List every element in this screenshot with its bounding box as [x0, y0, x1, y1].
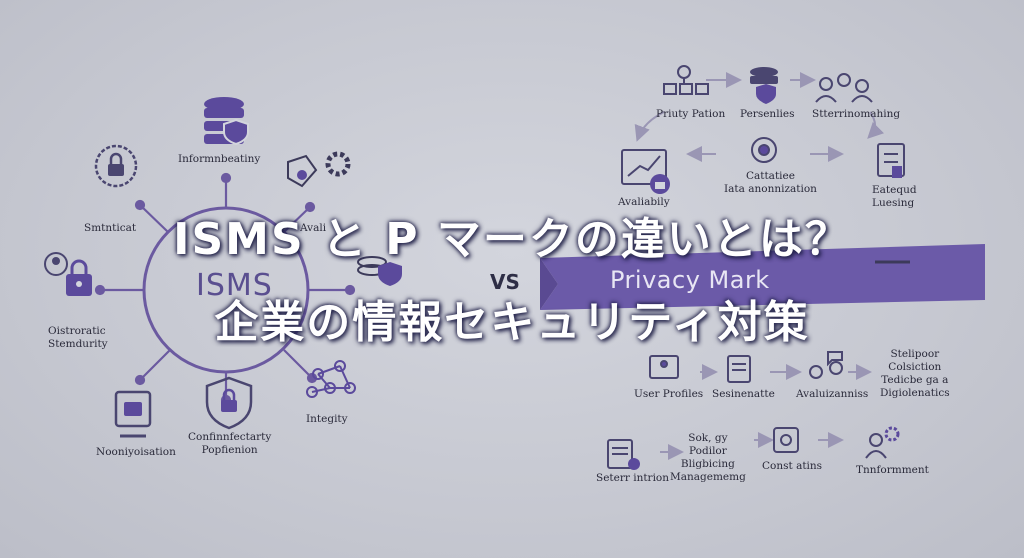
pm-node-mid-right-label: Eatequd Luesing — [872, 184, 917, 210]
pm-node-b2-label: Sok, gy Podilor Bligbicing Managememg — [670, 432, 746, 484]
isms-node-top-label: Informnbeatiny — [178, 153, 261, 165]
brain-gear-icon — [751, 137, 777, 163]
monitor-chart-icon — [621, 149, 670, 194]
isms-center-label: ISMS — [196, 268, 273, 303]
pm-node-r1-label: User Profiles — [634, 388, 704, 400]
people-group-icon — [815, 73, 873, 103]
pm-node-top3-label: Stterrinomahing — [812, 108, 901, 120]
user-lock-icon — [44, 252, 92, 296]
shield-lock-icon — [205, 376, 253, 430]
isms-node-left-label: Oistroratic Stemdurity — [48, 325, 108, 351]
pm-node-b4-label: Tnnformment — [856, 464, 929, 476]
network-icon — [306, 360, 356, 398]
clipboard-icon — [727, 355, 751, 383]
isms-node-bottom-left-label: Nooniyoisation — [96, 446, 176, 458]
pm-node-top2-label: Persenlies — [740, 108, 795, 120]
user-gear-icon — [865, 426, 900, 459]
gear-chat-icon — [287, 151, 351, 188]
target-icon — [773, 427, 799, 453]
headline-line2: 企業の情報セキュリティ対策 — [214, 297, 810, 348]
pm-node-top1-label: Priuty Pation — [656, 108, 726, 120]
pm-node-center-label: Cattatiee Iata anonnization — [724, 170, 817, 196]
pm-node-mid-left-label: Avaliabily — [618, 196, 670, 208]
isms-node-bottom-label: Confinnfectarty Popfienion — [188, 431, 272, 457]
monitor-lock-icon — [114, 390, 152, 438]
isms-hub — [94, 172, 356, 406]
badge-lock-icon — [94, 144, 138, 188]
org-chart-icon — [663, 65, 709, 95]
isms-node-upper-right-label: Avali — [300, 222, 327, 234]
database-shield-icon — [204, 97, 249, 146]
document-edit-icon — [607, 439, 640, 470]
monitor-users-icon — [649, 355, 679, 379]
privacy-mark-label: Privacy Mark — [610, 266, 770, 294]
isms-node-upper-left-label: Smtnticat — [84, 222, 137, 234]
pm-node-b3-label: Const atins — [762, 460, 823, 472]
pm-node-b1-label: Seterr intrion — [596, 472, 670, 484]
coins-shield-icon — [357, 256, 402, 286]
people-chat-icon — [809, 351, 843, 379]
database-shield-icon-2 — [750, 67, 778, 104]
pm-node-r3-label: Avaluizanniss — [796, 388, 869, 400]
vs-label: VS — [490, 270, 520, 294]
pm-node-r4-label: Stelipoor Colsiction Tedicbe ga a Digiol… — [880, 348, 950, 400]
isms-node-bottom-right-label: Integity — [306, 413, 348, 425]
pm-node-r2-label: Sesinenatte — [712, 388, 775, 400]
document-icon — [877, 143, 905, 178]
headline-line1: ISMS と P マークの違いとは？ — [173, 214, 851, 265]
privacy-ribbon — [540, 244, 985, 310]
